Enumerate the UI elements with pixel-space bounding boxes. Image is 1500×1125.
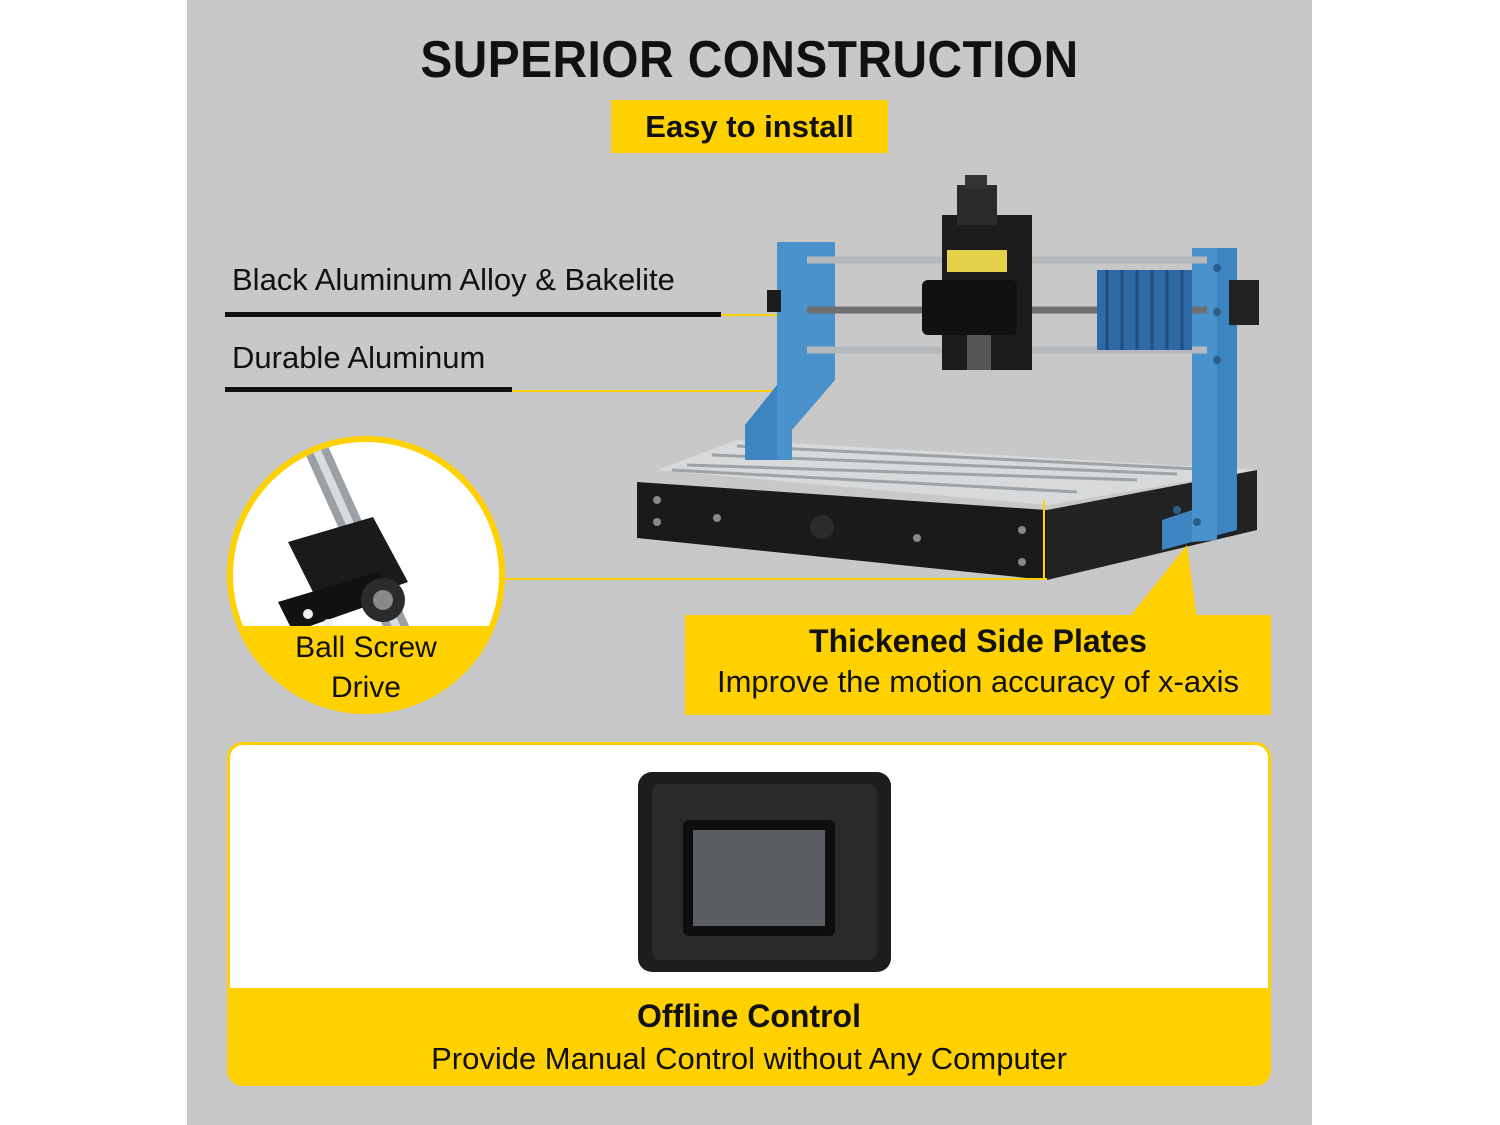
feature-label-alloy: Black Aluminum Alloy & Bakelite	[232, 262, 675, 297]
leader-line-base	[502, 578, 1047, 580]
cnc-machine-image	[637, 175, 1259, 580]
side-plates-title: Thickened Side Plates	[809, 623, 1147, 659]
feature-underline-aluminum	[225, 387, 512, 392]
side-plates-callout: Thickened Side Plates Improve the motion…	[685, 615, 1271, 715]
ball-screw-caption-line1: Ball Screw	[295, 631, 437, 664]
ball-screw-circle: Ball Screw Drive	[227, 436, 505, 714]
feature-underline-alloy	[225, 312, 721, 317]
offline-control-title: Offline Control	[637, 998, 861, 1034]
easy-install-badge: Easy to install	[611, 100, 888, 153]
callout-pointer	[1127, 545, 1197, 620]
leader-line-aluminum	[512, 390, 814, 392]
page-title: SUPERIOR CONSTRUCTION	[420, 31, 1079, 89]
ball-screw-caption: Ball Screw Drive	[227, 626, 505, 714]
feature-label-aluminum: Durable Aluminum	[232, 340, 486, 375]
ball-screw-caption-line2: Drive	[330, 671, 401, 704]
offline-control-band: Offline Control Provide Manual Control w…	[230, 988, 1268, 1083]
leader-line-base-vertical	[1043, 500, 1045, 580]
offline-control-card: Offline Control Provide Manual Control w…	[227, 742, 1271, 1086]
leader-line-alloy	[721, 314, 801, 316]
product-panel: SUPERIOR CONSTRUCTION Easy to install Bl…	[187, 0, 1312, 1125]
side-plates-subtitle: Improve the motion accuracy of x-axis	[716, 664, 1240, 699]
offline-control-subtitle: Provide Manual Control without Any Compu…	[431, 1041, 1067, 1076]
controller-image	[638, 772, 891, 972]
